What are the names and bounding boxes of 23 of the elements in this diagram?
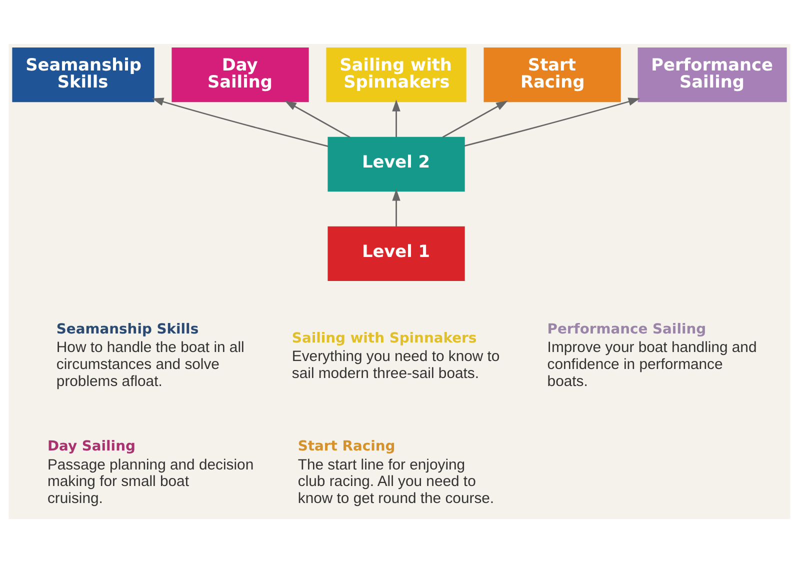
arrow [152, 97, 328, 146]
label: Improve your boat handling and confidence in performance boats. [547, 340, 757, 390]
arrow [464, 97, 640, 146]
label: How to handle the boat in all circumstances and solve problems afloat. [56, 340, 244, 390]
label: Sailing with Spinnakers [292, 330, 477, 346]
node-box: Day Sailing [172, 46, 309, 102]
label: Seamanship Skills [56, 320, 199, 337]
arrow [284, 100, 350, 138]
label: Passage planning and decision making for small boat cruising. [47, 456, 254, 507]
node-box: Performance Sailing [638, 46, 787, 102]
label: Start Racing [298, 438, 396, 454]
node-box: Seamanship Skills [12, 46, 154, 102]
label: Day Sailing [47, 438, 136, 454]
arrow [442, 100, 508, 138]
node-box: Sailing with Spinnakers [326, 46, 466, 102]
node-box: Level 2 [328, 136, 465, 192]
arrow [392, 99, 400, 137]
node-box: Start Racing [484, 46, 621, 102]
node-box: Level 1 [328, 226, 465, 280]
label: The start line for enjoying club racing. All you need to know to get round the course. [298, 456, 494, 507]
label: Performance Sailing [547, 320, 706, 337]
arrow [392, 188, 400, 226]
label: Everything you need to know to sail modern three-sail boats. [292, 348, 500, 382]
